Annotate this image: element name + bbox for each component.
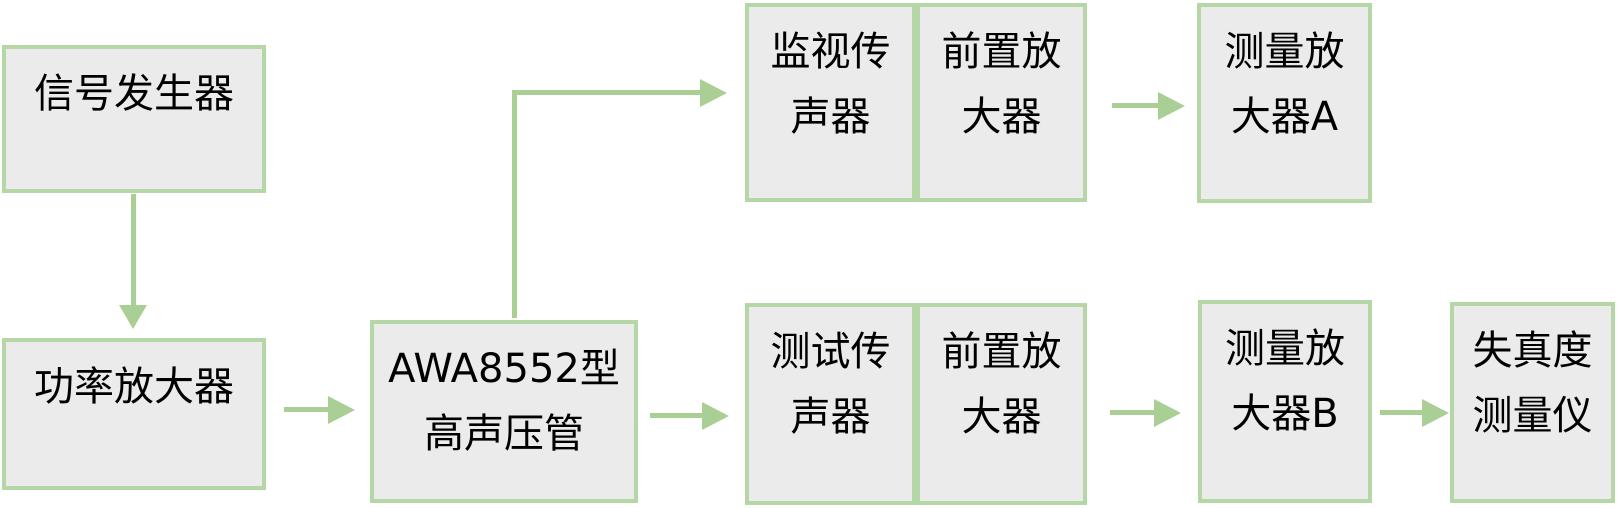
node-test-microphone: 测试传 声器 [745, 303, 916, 505]
node-preamplifier-bottom: 前置放 大器 [916, 303, 1087, 505]
node-power-amplifier: 功率放大器 [2, 338, 266, 490]
node-label: 大器B [1231, 391, 1339, 437]
node-distortion-meter: 失真度 测量仪 [1450, 302, 1615, 503]
node-label: 声器 [790, 94, 871, 140]
node-label: 失真度 [1472, 328, 1593, 374]
node-label: 测量放 [1225, 326, 1345, 372]
node-signal-generator: 信号发生器 [2, 45, 266, 193]
node-label: 测量放 [1224, 29, 1345, 75]
node-label: 大器 [961, 94, 1042, 140]
node-monitor-microphone: 监视传 声器 [745, 3, 916, 202]
node-label: 信号发生器 [34, 71, 234, 117]
node-label: 测试传 [770, 329, 891, 375]
node-label: 前置放 [941, 329, 1062, 375]
node-measuring-amplifier-a: 测量放 大器A [1197, 3, 1372, 203]
node-label: 前置放 [941, 29, 1062, 75]
node-label: 高声压管 [424, 411, 584, 457]
node-measuring-amplifier-b: 测量放 大器B [1198, 300, 1372, 503]
node-label: 大器A [1230, 94, 1339, 140]
node-awa8552-tube: AWA8552型 高声压管 [370, 320, 638, 503]
node-preamplifier-top: 前置放 大器 [916, 3, 1087, 202]
node-label: 测量仪 [1472, 393, 1593, 439]
node-label: 大器 [961, 394, 1042, 440]
node-label: 功率放大器 [34, 364, 234, 410]
node-label: 声器 [790, 394, 871, 440]
node-label: 监视传 [770, 29, 891, 75]
node-label: AWA8552型 [388, 346, 620, 392]
